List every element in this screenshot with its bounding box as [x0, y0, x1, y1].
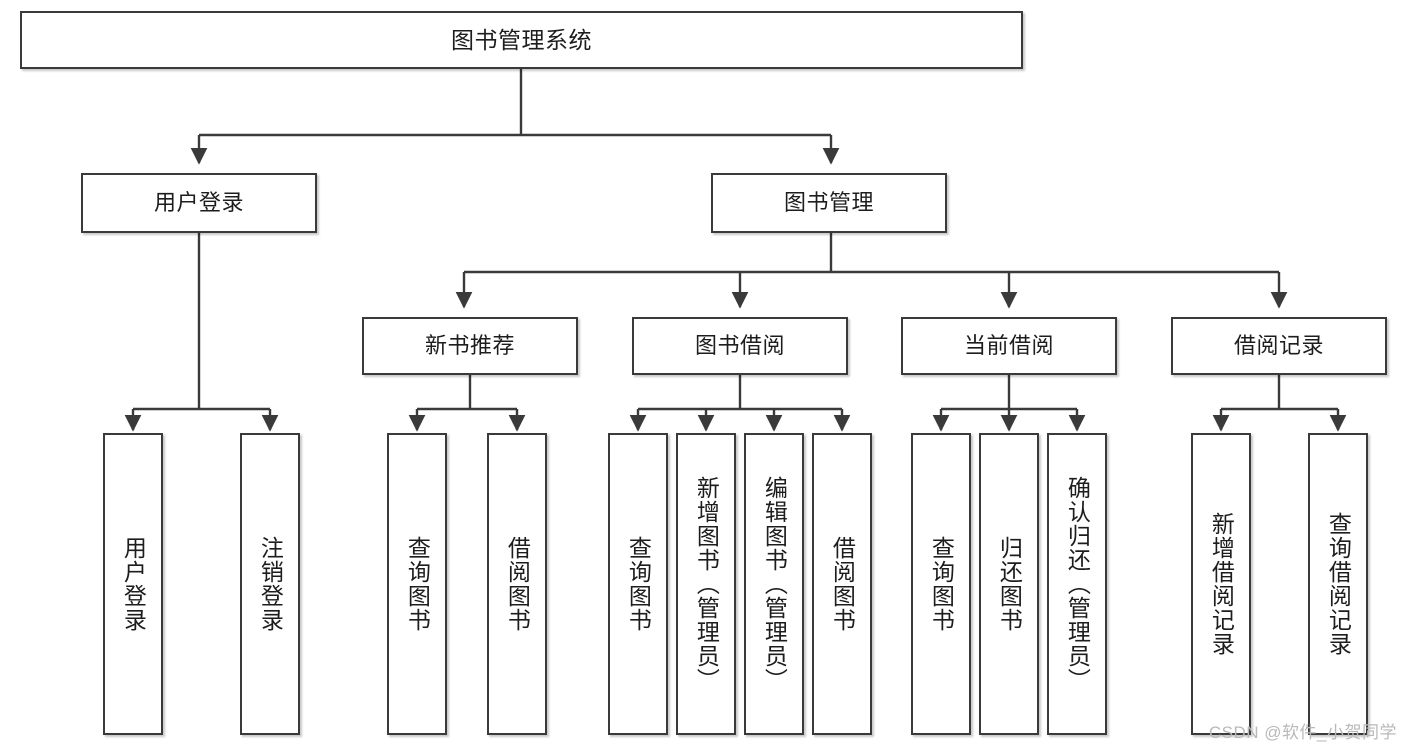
node-current-borrow[interactable]: 当前借阅: [901, 317, 1117, 375]
node-label: 用户登录: [120, 536, 147, 632]
node-label: 查询图书: [625, 536, 652, 632]
node-book-borrow[interactable]: 图书借阅: [632, 317, 848, 375]
node-label: 图书管理系统: [451, 26, 592, 53]
leaf-add-book-admin[interactable]: 新增图书（管理员）: [676, 433, 736, 735]
leaf-logout[interactable]: 注销登录: [240, 433, 300, 735]
node-label: 编辑图书（管理员）: [761, 476, 788, 692]
leaf-confirm-return-admin[interactable]: 确认归还（管理员）: [1047, 433, 1107, 735]
node-label: 当前借阅: [963, 333, 1054, 359]
node-label: 用户登录: [153, 190, 244, 216]
leaf-borrow-book[interactable]: 借阅图书: [812, 433, 872, 735]
leaf-add-borrow-record[interactable]: 新增借阅记录: [1191, 433, 1251, 735]
node-label: 确认归还（管理员）: [1064, 476, 1091, 692]
leaf-user-login[interactable]: 用户登录: [103, 433, 163, 735]
node-label: 归还图书: [996, 536, 1023, 632]
node-label: 借阅记录: [1233, 333, 1324, 359]
leaf-return-book[interactable]: 归还图书: [979, 433, 1039, 735]
watermark: CSDN @软件_小贺同学: [1208, 723, 1397, 742]
leaf-edit-book-admin[interactable]: 编辑图书（管理员）: [744, 433, 804, 735]
node-label: 新增图书（管理员）: [693, 476, 720, 692]
node-borrow-records[interactable]: 借阅记录: [1171, 317, 1387, 375]
node-new-book-recommend[interactable]: 新书推荐: [362, 317, 578, 375]
node-label: 新增借阅记录: [1208, 512, 1235, 656]
node-root-system[interactable]: 图书管理系统: [20, 11, 1023, 69]
node-label: 注销登录: [257, 536, 284, 632]
leaf-query-borrow-record[interactable]: 查询借阅记录: [1308, 433, 1368, 735]
node-label: 借阅图书: [504, 536, 531, 632]
node-user-login[interactable]: 用户登录: [81, 173, 317, 233]
leaf-borrow-book-newbook[interactable]: 借阅图书: [487, 433, 547, 735]
leaf-query-book-borrow[interactable]: 查询图书: [608, 433, 668, 735]
node-label: 新书推荐: [424, 333, 515, 359]
leaf-query-book-current[interactable]: 查询图书: [911, 433, 971, 735]
node-label: 查询图书: [928, 536, 955, 632]
node-label: 图书管理: [783, 190, 874, 216]
node-book-management[interactable]: 图书管理: [711, 173, 947, 233]
leaf-query-book-newbook[interactable]: 查询图书: [387, 433, 447, 735]
node-label: 图书借阅: [694, 333, 785, 359]
node-label: 查询图书: [404, 536, 431, 632]
node-label: 查询借阅记录: [1325, 512, 1352, 656]
node-label: 借阅图书: [829, 536, 856, 632]
